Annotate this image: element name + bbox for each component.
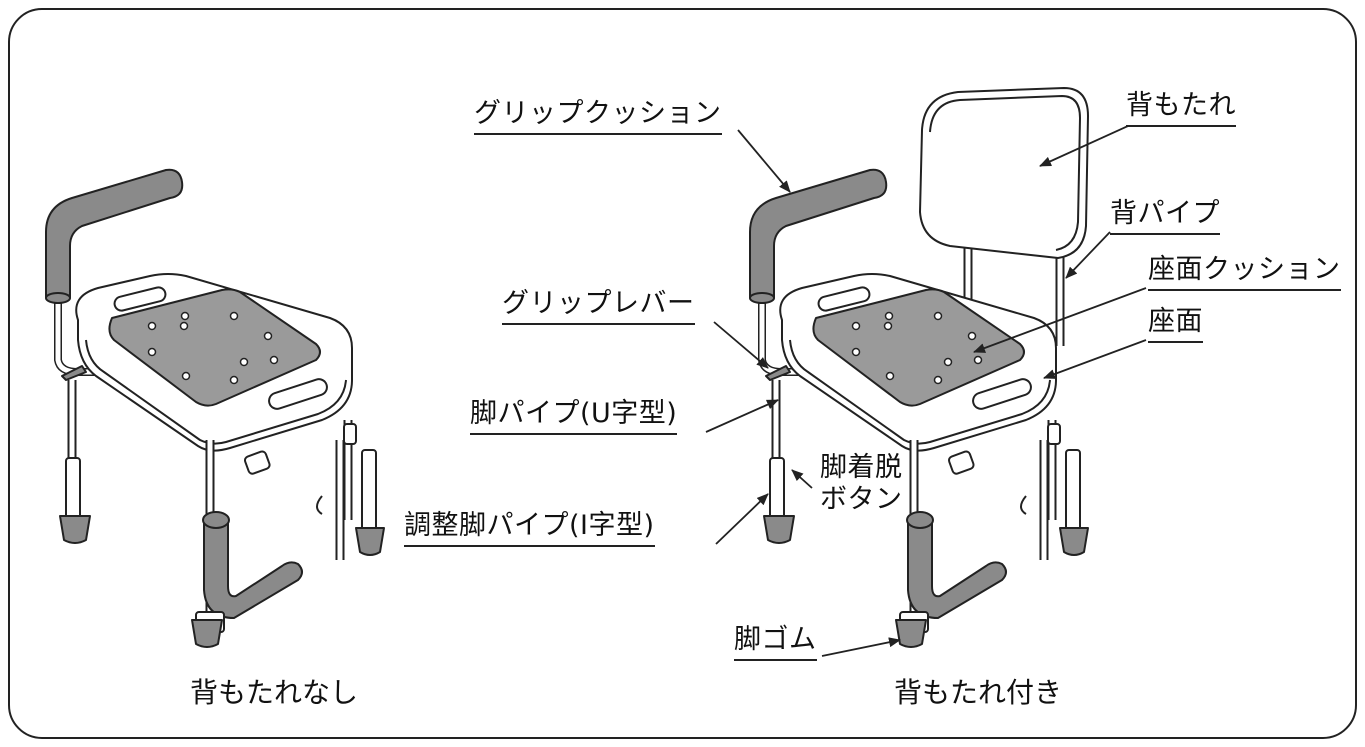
- label-seat: 座面: [1148, 306, 1203, 343]
- grip-cushion-right: [749, 168, 888, 299]
- label-leg-pipe-u: 脚パイプ(U字型): [470, 398, 678, 435]
- label-leg-rubber: 脚ゴム: [734, 624, 817, 661]
- label-adjust-leg-pipe: 調整脚パイプ(I字型): [404, 510, 655, 547]
- backrest: [919, 87, 1089, 259]
- label-grip-cushion: グリップクッション: [474, 98, 722, 135]
- leader-lines: [705, 125, 1147, 657]
- grip-cushion-left: [45, 168, 184, 299]
- seat-pad-right: [812, 288, 1025, 407]
- chair-without-backrest: [45, 168, 385, 648]
- chair-with-backrest: [749, 87, 1089, 648]
- label-leg-release-button-line2: ボタン: [820, 484, 903, 515]
- label-backrest: 背もたれ: [1126, 90, 1236, 127]
- label-grip-lever: グリップレバー: [502, 288, 695, 325]
- diagram-frame: [8, 8, 1357, 739]
- caption-with-backrest: 背もたれ付き: [894, 676, 1063, 709]
- label-back-pipe: 背パイプ: [1110, 198, 1220, 235]
- grip-cushion-left-front: [203, 521, 303, 619]
- seat-pad-left: [108, 288, 321, 407]
- label-leg-release-button-line1: 脚着脱: [820, 452, 903, 483]
- label-leg-release-button: 脚着脱 ボタン: [820, 452, 903, 516]
- label-seat-cushion: 座面クッション: [1148, 254, 1341, 291]
- caption-without-backrest: 背もたれなし: [190, 676, 359, 709]
